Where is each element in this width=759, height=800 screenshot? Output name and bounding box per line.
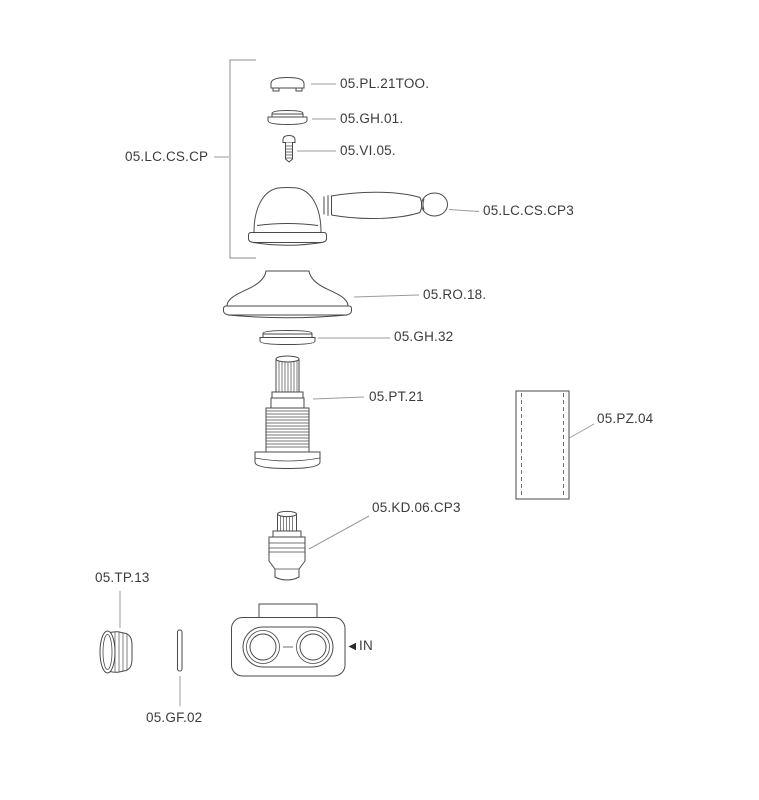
label-pin: 05.GF.02 <box>146 710 203 725</box>
part-top-cap <box>270 76 305 92</box>
label-inlet: IN <box>359 638 373 653</box>
part-sleeve <box>515 390 570 500</box>
label-gasket-top: 05.GH.01. <box>340 111 404 126</box>
label-lever-handle: 05.LC.CS.CP3 <box>483 203 574 218</box>
leader-lines <box>119 83 595 706</box>
part-cartridge <box>268 510 306 581</box>
inlet-arrow-icon <box>348 642 356 651</box>
part-lever-handle <box>248 187 448 246</box>
label-screw: 05.VI.05. <box>340 143 396 158</box>
leader-rosette <box>353 294 420 298</box>
part-screw <box>282 134 296 163</box>
handle-group-bracket <box>229 59 256 259</box>
label-stem-cartridge: 05.PT.21 <box>369 389 424 404</box>
label-top-cap: 05.PL.21TOO. <box>340 76 430 91</box>
leader-cartridge <box>308 515 370 550</box>
part-cap-plug <box>99 630 133 674</box>
part-gasket-mid <box>259 329 316 346</box>
part-valve-body <box>231 603 346 677</box>
leader-stem-cartridge <box>312 396 365 400</box>
part-rosette <box>223 270 352 319</box>
label-gasket-mid: 05.GH.32 <box>394 329 454 344</box>
leader-lever-handle <box>448 209 480 212</box>
part-gasket-top <box>267 109 308 126</box>
label-rosette: 05.RO.18. <box>423 287 487 302</box>
label-handle-group: 05.LC.CS.CP <box>125 149 209 164</box>
part-pin <box>177 629 183 672</box>
part-stem-cartridge <box>254 355 321 470</box>
label-sleeve: 05.PZ.04 <box>597 411 654 426</box>
label-cartridge: 05.KD.06.CP3 <box>372 500 461 515</box>
label-cap-plug: 05.TP.13 <box>95 570 150 585</box>
